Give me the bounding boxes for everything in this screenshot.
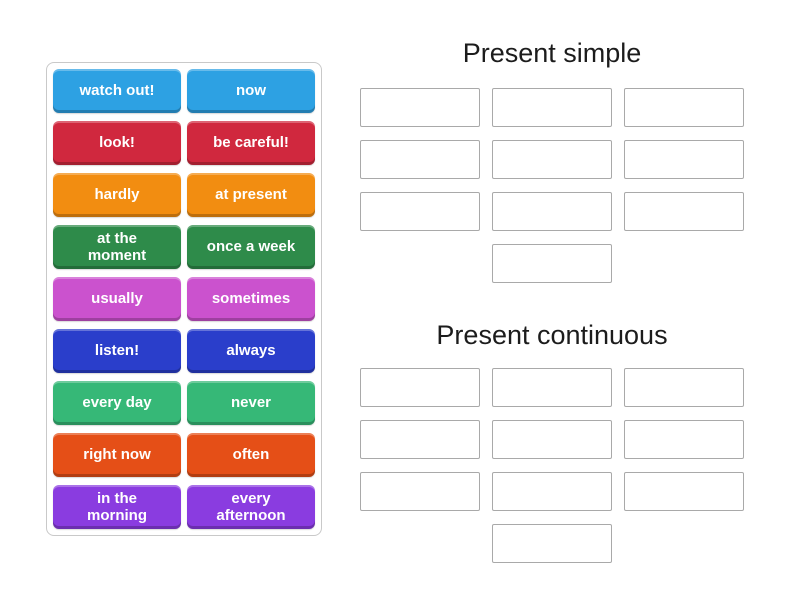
drop-slot[interactable] [360, 472, 480, 511]
word-tile[interactable]: be careful! [187, 121, 315, 165]
drop-slot[interactable] [624, 192, 744, 231]
word-tile[interactable]: look! [53, 121, 181, 165]
drop-slot[interactable] [492, 192, 612, 231]
group-present-simple: Present simple [360, 36, 744, 283]
drop-slot[interactable] [624, 368, 744, 407]
drop-slot[interactable] [492, 524, 612, 563]
word-tile[interactable]: watch out! [53, 69, 181, 113]
groups-area: Present simple Present continuous [360, 0, 744, 563]
drop-slot[interactable] [492, 88, 612, 127]
word-tile[interactable]: every afternoon [187, 485, 315, 529]
drop-slot[interactable] [360, 192, 480, 231]
drop-slot[interactable] [624, 420, 744, 459]
drop-slot[interactable] [360, 88, 480, 127]
word-tile[interactable]: once a week [187, 225, 315, 269]
word-tile[interactable]: often [187, 433, 315, 477]
drop-slot[interactable] [624, 140, 744, 179]
word-tile[interactable]: right now [53, 433, 181, 477]
drop-slot[interactable] [492, 472, 612, 511]
drop-slot[interactable] [360, 420, 480, 459]
drop-slot[interactable] [492, 244, 612, 283]
word-tile[interactable]: at the moment [53, 225, 181, 269]
drop-slot[interactable] [492, 420, 612, 459]
group-title-present-continuous: Present continuous [436, 320, 668, 350]
drop-slot[interactable] [492, 368, 612, 407]
drop-slot[interactable] [492, 140, 612, 179]
group-title-present-simple: Present simple [462, 38, 642, 68]
drop-slot[interactable] [624, 472, 744, 511]
drop-slots-present-simple [360, 88, 744, 283]
drop-slots-present-continuous [360, 368, 744, 563]
word-tile[interactable]: hardly [53, 173, 181, 217]
word-tile[interactable]: never [187, 381, 315, 425]
drop-slot[interactable] [360, 368, 480, 407]
word-tile[interactable]: in the morning [53, 485, 181, 529]
word-tile[interactable]: usually [53, 277, 181, 321]
drop-slot[interactable] [624, 88, 744, 127]
word-tile[interactable]: sometimes [187, 277, 315, 321]
word-tile[interactable]: listen! [53, 329, 181, 373]
word-tile[interactable]: every day [53, 381, 181, 425]
group-present-continuous: Present continuous [360, 318, 744, 563]
drop-slot[interactable] [360, 140, 480, 179]
word-tile[interactable]: always [187, 329, 315, 373]
word-tile[interactable]: at present [187, 173, 315, 217]
word-tile[interactable]: now [187, 69, 315, 113]
